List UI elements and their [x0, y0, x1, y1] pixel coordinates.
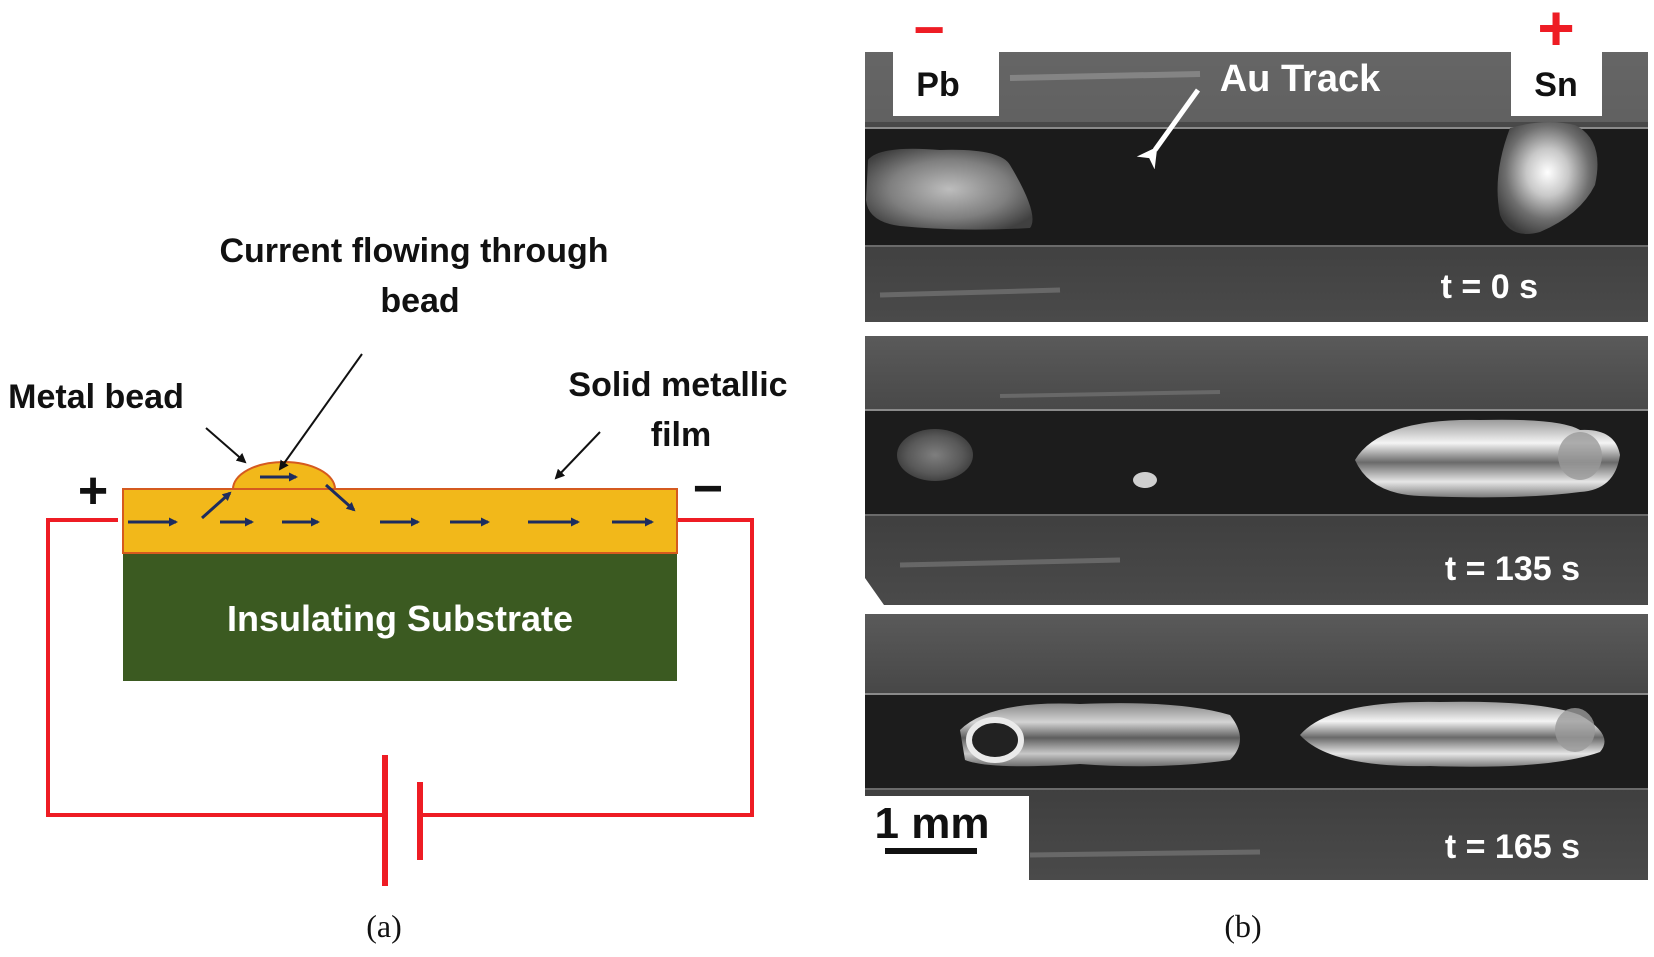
polarity-plus: + — [1537, 0, 1574, 64]
caption-a: (a) — [366, 908, 402, 944]
label-current: Current flowing through — [219, 232, 608, 270]
current-arrows — [128, 472, 654, 527]
circuit-wire-right — [419, 518, 754, 817]
label-film: Solid metallic — [568, 366, 787, 404]
terminal-minus: − — [693, 460, 723, 518]
label-substrate: Insulating Substrate — [227, 598, 573, 639]
terminal-plus: + — [78, 462, 108, 520]
pb-spread-3 — [960, 703, 1240, 767]
sn-spread-3 — [1300, 701, 1605, 767]
au-track-label: Au Track — [1220, 58, 1381, 100]
pointer-current — [278, 353, 363, 471]
circuit-wire-left — [46, 518, 384, 817]
photo-frame-1: Pb Sn Au Track t = 0 s — [865, 52, 1648, 322]
au-track-arrow — [1136, 88, 1201, 170]
photo-frame-3: 1 mm t = 165 s — [865, 614, 1648, 880]
frame-2-time: t = 135 s — [1445, 550, 1580, 588]
scale-bar — [885, 848, 977, 854]
caption-b: (b) — [1224, 908, 1261, 944]
substrate-block — [123, 553, 677, 681]
electrode-pb-label: Pb — [916, 66, 959, 104]
polarity-minus: − — [913, 0, 945, 60]
pb-blob — [866, 148, 1033, 230]
pointer-bead — [205, 427, 247, 464]
label-metal-bead: Metal bead — [8, 378, 184, 416]
photo-frame-2: t = 135 s — [865, 336, 1648, 605]
panel-b: Pb Sn Au Track t = 0 s − + t = 135 s — [865, 0, 1648, 944]
panel-a: Current flowing through bead Metal bead … — [8, 232, 787, 944]
frame-1-time: t = 0 s — [1441, 268, 1538, 306]
electrode-sn-label: Sn — [1534, 66, 1577, 104]
sn-spread-2 — [1355, 419, 1620, 498]
scale-bar-label: 1 mm — [875, 799, 990, 848]
pointer-film — [554, 431, 601, 480]
frame-3-time: t = 165 s — [1445, 828, 1580, 866]
sn-blob — [1497, 122, 1598, 234]
label-film-2: film — [651, 416, 711, 454]
label-current-2: bead — [380, 282, 459, 320]
